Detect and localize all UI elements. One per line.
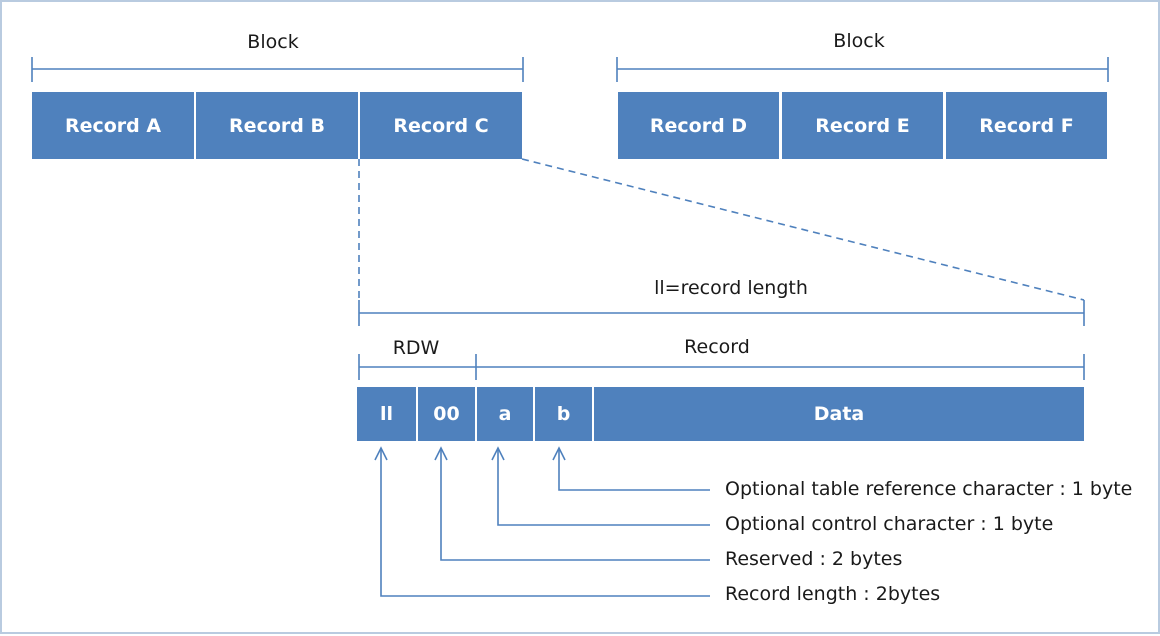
leader-00 xyxy=(440,448,710,561)
record-c: Record C xyxy=(360,92,522,159)
record-label: Record xyxy=(684,336,750,358)
arrowhead-icon xyxy=(491,446,505,461)
arrowhead-icon xyxy=(374,446,388,461)
field-b: b xyxy=(535,387,592,441)
block-1-label: Block xyxy=(247,31,299,53)
arrowhead-icon xyxy=(552,446,566,461)
field-reserved: 00 xyxy=(418,387,475,441)
record-length-label: ll=record length xyxy=(654,277,808,299)
annotation-record-length: Record length : 2bytes xyxy=(725,583,941,605)
record-e: Record E xyxy=(782,92,943,159)
leader-a xyxy=(497,448,710,526)
record-f: Record F xyxy=(946,92,1107,159)
field-ll: ll xyxy=(357,387,416,441)
zoom-right-dashed-line xyxy=(521,158,1085,301)
block-2-label: Block xyxy=(833,30,885,52)
arrowhead-icon xyxy=(434,446,448,461)
record-b: Record B xyxy=(196,92,358,159)
annotation-table-reference: Optional table reference character : 1 b… xyxy=(725,478,1133,500)
field-a: a xyxy=(477,387,533,441)
record-a: Record A xyxy=(32,92,194,159)
record-d: Record D xyxy=(618,92,779,159)
annotation-reserved: Reserved : 2 bytes xyxy=(725,548,903,570)
leader-ll xyxy=(380,448,710,597)
rdw-label: RDW xyxy=(392,337,440,359)
leader-b xyxy=(558,448,710,491)
annotation-control-character: Optional control character : 1 byte xyxy=(725,513,1054,535)
field-data: Data xyxy=(594,387,1084,441)
